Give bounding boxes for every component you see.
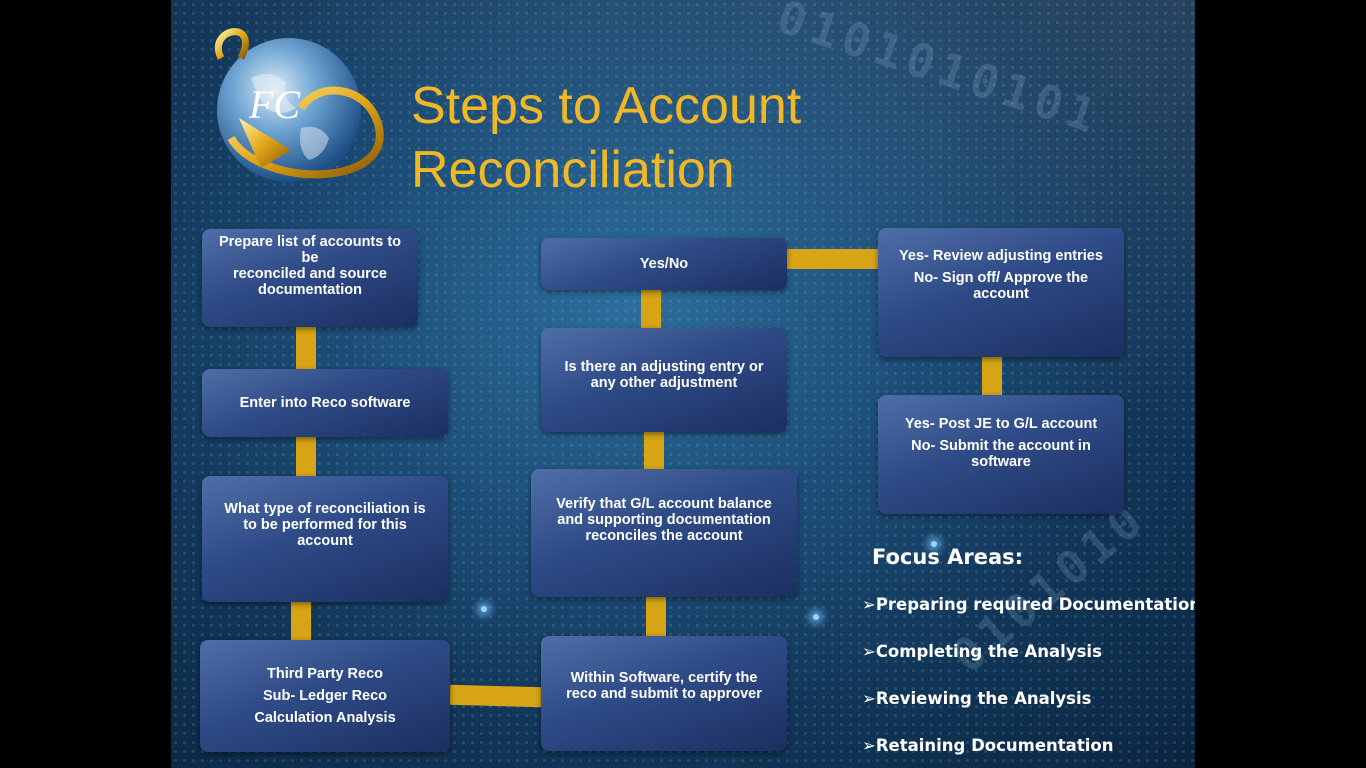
step-yes-no: Yes/No <box>541 238 787 290</box>
connector <box>291 602 311 642</box>
step-review-adjusting: Yes- Review adjusting entries No- Sign o… <box>878 228 1124 357</box>
step-text: software <box>971 453 1031 470</box>
focus-item: ➢Retaining Documentation <box>862 736 1114 755</box>
step-text: account <box>297 533 353 549</box>
step-text: Sub- Ledger Reco <box>262 688 388 704</box>
step-text: Yes- Post JE to G/L account <box>904 415 1098 432</box>
step-enter-software: Enter into Reco software <box>202 369 448 437</box>
step-text: Within Software, certify the <box>570 669 758 686</box>
step-text: Enter into Reco software <box>239 395 411 411</box>
step-text: reconciled and source <box>233 266 387 282</box>
step-reconciliation-options: Third Party Reco Sub- Ledger Reco Calcul… <box>200 640 450 752</box>
focus-areas-heading: Focus Areas: <box>872 545 1024 569</box>
step-text: Third Party Reco <box>266 666 384 682</box>
focus-item: ➢Reviewing the Analysis <box>862 689 1092 708</box>
step-text: What type of reconciliation is <box>224 501 426 517</box>
connector <box>296 326 316 370</box>
step-text: No- Submit the account in <box>911 437 1091 454</box>
step-certify-submit: Within Software, certify the reco and su… <box>541 636 787 751</box>
step-reconciliation-type: What type of reconciliation is to be per… <box>202 476 448 602</box>
connector <box>646 597 666 637</box>
connector <box>449 684 543 708</box>
connector <box>296 436 316 476</box>
step-adjusting-entry: Is there an adjusting entry or any other… <box>541 328 787 432</box>
step-text: reco and submit to approver <box>566 685 762 702</box>
step-text: Verify that G/L account balance <box>556 496 772 512</box>
step-verify-balance: Verify that G/L account balance and supp… <box>531 469 797 597</box>
focus-item: ➢Preparing required Documentation <box>862 595 1195 614</box>
step-text: No- Sign off/ Approve the <box>913 269 1089 286</box>
sparkle <box>481 606 487 612</box>
step-text: reconciles the account <box>585 528 743 544</box>
step-text: documentation <box>258 282 362 298</box>
slide: 0101010101 0101010 FC Steps to Account R… <box>171 0 1195 768</box>
step-text: and supporting documentation <box>557 512 771 528</box>
focus-item: ➢Completing the Analysis <box>862 642 1102 661</box>
sparkle <box>931 541 937 547</box>
connector <box>644 432 664 470</box>
step-text: Is there an adjusting entry or <box>564 359 764 375</box>
globe-logo-icon: FC <box>215 28 384 182</box>
step-text: any other adjustment <box>590 375 738 391</box>
step-text: account <box>973 285 1029 302</box>
sparkle <box>813 614 819 620</box>
connector <box>787 249 879 269</box>
step-text: Yes/No <box>639 256 689 272</box>
connector <box>982 356 1002 396</box>
step-text: Calculation Analysis <box>254 710 396 726</box>
step-text: to be performed for this <box>243 517 407 533</box>
step-post-je: Yes- Post JE to G/L account No- Submit t… <box>878 395 1124 514</box>
connector <box>641 290 661 328</box>
step-text: Prepare list of accounts to be <box>218 234 402 266</box>
step-prepare: Prepare list of accounts to be reconcile… <box>202 229 418 327</box>
logo-text: FC <box>248 82 301 127</box>
step-text: Yes- Review adjusting entries <box>899 247 1103 264</box>
page-title: Steps to Account Reconciliation <box>411 77 802 199</box>
